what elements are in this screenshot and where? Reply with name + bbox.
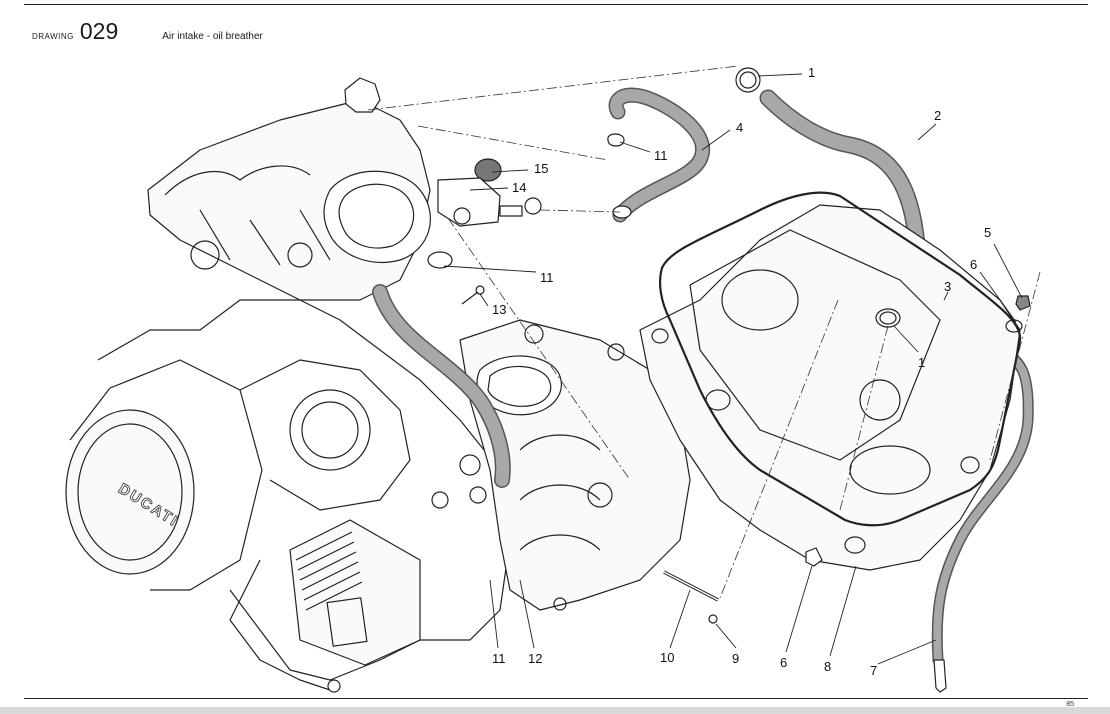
callout-10: 10 xyxy=(660,650,674,665)
callout-8: 8 xyxy=(824,659,831,674)
callout-11-top: 11 xyxy=(654,148,668,163)
page-number: 85 xyxy=(1066,701,1074,708)
callout-2: 2 xyxy=(934,108,941,123)
callout-7: 7 xyxy=(870,663,877,678)
callout-11-middle: 11 xyxy=(540,270,554,285)
callout-5: 5 xyxy=(984,225,991,240)
callout-15: 15 xyxy=(534,161,548,176)
callout-4: 4 xyxy=(736,120,743,135)
footer-band xyxy=(0,707,1110,714)
top-rule xyxy=(24,4,1088,5)
drawing-title: Air intake - oil breather xyxy=(162,31,263,42)
callout-12: 12 xyxy=(528,651,542,666)
breather-hose-4 xyxy=(608,87,710,223)
callout-1-top: 1 xyxy=(808,65,815,80)
callout-9: 9 xyxy=(732,651,739,666)
valve-cover xyxy=(639,191,1022,571)
engine-block xyxy=(65,77,691,693)
callout-6-top: 6 xyxy=(970,257,977,272)
clutch-cover xyxy=(65,409,195,575)
oil-cooler xyxy=(289,519,421,666)
callout-labels: 1 2 4 11 15 14 11 13 5 6 3 1 11 12 10 9 … xyxy=(492,65,991,678)
callout-13: 13 xyxy=(492,302,506,317)
callout-11-bottom: 11 xyxy=(492,651,506,666)
drawing-label: DRAWING xyxy=(32,32,74,41)
drawing-header: DRAWING 029 Air intake - oil breather xyxy=(32,18,263,45)
bottom-rule xyxy=(24,698,1088,699)
drain-hose-7 xyxy=(931,344,1034,693)
callout-1-right: 1 xyxy=(918,355,925,370)
intake-port-upper xyxy=(323,170,431,263)
small-parts xyxy=(427,67,1031,624)
callout-14: 14 xyxy=(512,180,526,195)
drawing-number: 029 xyxy=(79,18,119,44)
callout-6-bottom: 6 xyxy=(780,655,787,670)
assembly-lines xyxy=(367,65,1041,599)
valve-cover-gasket xyxy=(659,191,1022,527)
breather-hose-lower xyxy=(372,284,511,488)
callout-3: 3 xyxy=(944,279,951,294)
leader-lines xyxy=(443,73,1023,665)
